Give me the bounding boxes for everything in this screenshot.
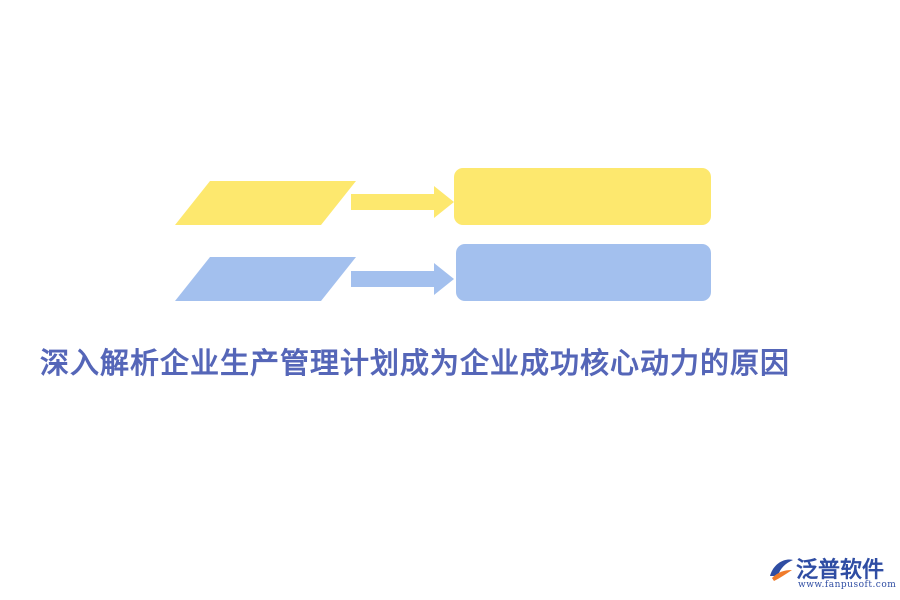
blue-input-parallelogram [175,257,356,301]
blue-arrow [351,263,454,295]
yellow-arrow [351,186,454,218]
page-title: 深入解析企业生产管理计划成为企业成功核心动力的原因 [40,346,791,380]
yellow-input-parallelogram [175,181,356,225]
blue-output-box [456,244,711,301]
logo-name: 泛普软件 [796,558,885,583]
brand-logo: 泛普软件 www.fanpusoft.com [766,552,896,598]
logo-icon [770,559,793,581]
yellow-output-box [454,168,711,225]
logo-url: www.fanpusoft.com [798,580,897,590]
